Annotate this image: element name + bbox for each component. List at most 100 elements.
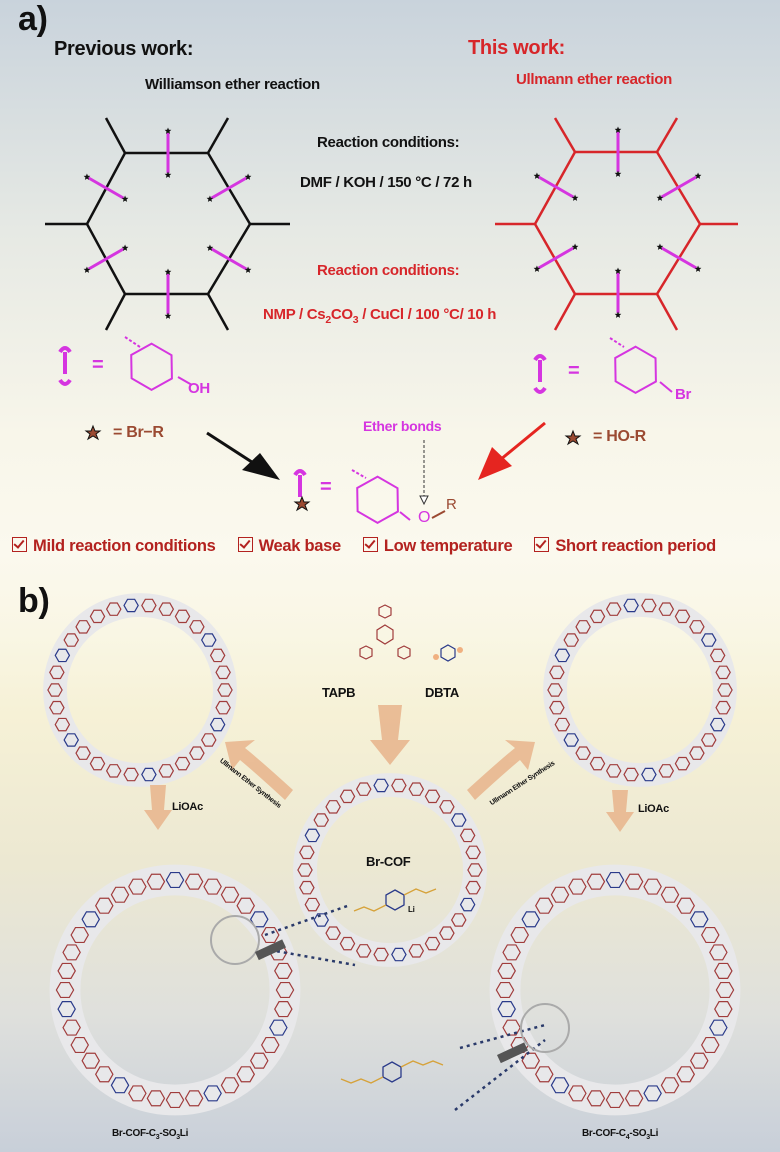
- star-icon: [564, 429, 582, 446]
- benzene-ring: [373, 778, 389, 793]
- benzene-ring: [450, 913, 467, 927]
- benzene-ring: [220, 886, 240, 903]
- wrench-pendant: [660, 246, 698, 270]
- lioac-left-label: LiOAc: [172, 801, 203, 813]
- benzene-ring: [521, 911, 541, 928]
- star-icon: [83, 173, 91, 180]
- star-icon: [164, 268, 172, 275]
- wrench-pendant: [210, 247, 248, 271]
- benzene-ring: [54, 648, 71, 663]
- checkbox-checked-icon: [237, 537, 253, 552]
- synthesis-arrows: [144, 705, 634, 832]
- phenol-structure: [58, 336, 193, 391]
- benzene-ring: [110, 1077, 130, 1094]
- benzene-ring: [715, 665, 731, 680]
- benzene-ring: [146, 1090, 166, 1107]
- tapb-molecule: [359, 604, 411, 660]
- panel-a-label: a): [18, 0, 48, 38]
- benzene-ring: [623, 598, 639, 613]
- star-icon: [694, 265, 702, 272]
- benzene-ring: [717, 683, 733, 697]
- benzene-ring: [605, 871, 625, 889]
- benzene-ring: [95, 1066, 114, 1083]
- benzene-ring: [49, 665, 65, 680]
- benzene-ring: [63, 633, 80, 647]
- benzene-ring: [465, 845, 481, 860]
- conditions-this: NMP / Cs2CO3 / CuCl / 100 °C/ 10 h: [263, 306, 497, 326]
- benzene-ring: [709, 648, 726, 663]
- bromobenzene-structure: [533, 337, 673, 394]
- benzene-ring: [249, 911, 269, 928]
- benzene-ring: [274, 962, 293, 979]
- benzene-ring: [55, 981, 75, 999]
- benzene-ring: [575, 746, 591, 760]
- previous-hexagon-framework: [45, 117, 290, 331]
- star-icon: [84, 424, 102, 441]
- benzene-ring: [184, 873, 204, 890]
- benzene-ring: [325, 926, 341, 940]
- oh-label: OH: [188, 380, 210, 397]
- cof-product-right: [489, 864, 741, 1116]
- benzene-ring: [715, 700, 731, 715]
- benzene-ring: [502, 1019, 521, 1036]
- benzene-ring: [495, 981, 515, 999]
- benzene-ring: [75, 746, 91, 760]
- benzene-ring: [269, 1019, 288, 1036]
- advantage-item: Weak base: [237, 537, 341, 556]
- r-label: R: [446, 496, 457, 513]
- panel-b-label: b): [18, 582, 50, 620]
- product-structure: [293, 440, 446, 524]
- benzene-ring: [497, 962, 516, 979]
- benzene-ring: [715, 981, 735, 999]
- star-icon: [571, 194, 579, 201]
- star-definition-this: = HO-R: [593, 428, 646, 445]
- equals-sign: =: [92, 354, 104, 376]
- benzene-ring: [549, 665, 565, 680]
- benzene-ring: [674, 609, 691, 624]
- cof-structures: [43, 593, 741, 1116]
- benzene-ring: [709, 944, 728, 961]
- star-icon: [206, 244, 214, 251]
- benzene-ring: [174, 756, 191, 771]
- checkbox-checked-icon: [362, 537, 378, 552]
- benzene-ring: [502, 944, 521, 961]
- benzene-ring: [274, 1001, 293, 1018]
- benzene-ring: [624, 1090, 644, 1107]
- lioac-right-label: LiOAc: [638, 803, 669, 815]
- magnifier-icons: [210, 915, 570, 1064]
- benzene-ring: [89, 609, 106, 624]
- previous-reaction-name: Williamson ether reaction: [145, 76, 320, 93]
- li-label: Li: [408, 905, 415, 914]
- benzene-ring: [209, 717, 226, 732]
- benzene-ring: [568, 878, 587, 895]
- benzene-ring: [714, 1001, 733, 1018]
- benzene-ring: [689, 620, 705, 634]
- benzene-ring: [658, 764, 675, 778]
- benzene-ring: [563, 633, 580, 647]
- benzene-ring: [165, 1091, 185, 1109]
- benzene-ring: [709, 1019, 728, 1036]
- benzene-ring: [424, 789, 441, 804]
- benzene-ring: [586, 1090, 606, 1107]
- benzene-ring: [624, 873, 644, 890]
- benzene-ring: [105, 602, 122, 616]
- benzene-ring: [709, 717, 726, 732]
- benzene-ring: [510, 1036, 530, 1054]
- advantage-item: Short reaction period: [534, 537, 716, 556]
- benzene-ring: [497, 1001, 516, 1018]
- wrench-pendant: [537, 175, 575, 199]
- benzene-ring: [217, 683, 233, 697]
- benzene-ring: [605, 1091, 625, 1109]
- benzene-ring: [57, 962, 76, 979]
- dbta-molecule: [433, 644, 463, 662]
- br-cof-label: Br-COF: [366, 854, 411, 869]
- star-icon: [614, 126, 622, 133]
- benzene-ring: [355, 944, 372, 958]
- star-icons: [84, 424, 582, 512]
- benzene-ring: [203, 878, 222, 895]
- star-icon: [164, 312, 172, 319]
- benzene-ring: [158, 602, 175, 616]
- benzene-ring: [623, 767, 639, 782]
- benzene-ring: [174, 609, 191, 624]
- benzene-ring: [54, 717, 71, 732]
